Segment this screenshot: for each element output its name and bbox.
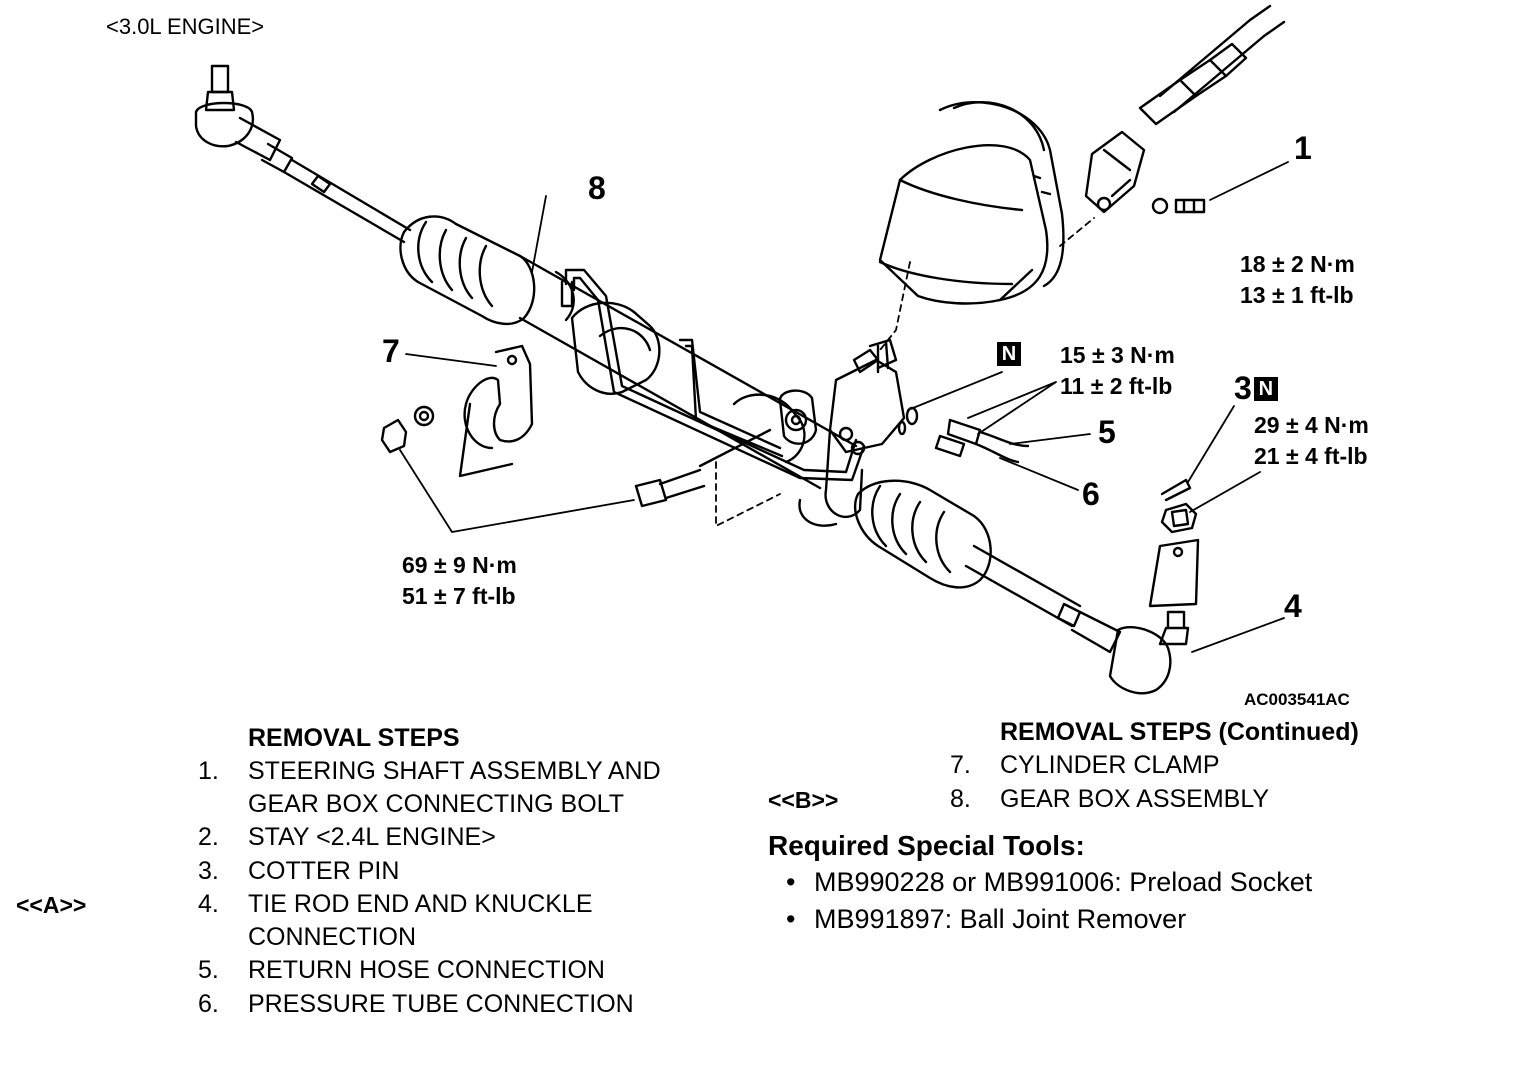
new-part-badge: N <box>997 342 1021 366</box>
torque-2-imperial: 11 ± 2 ft-lb <box>1060 373 1173 399</box>
column-cover <box>878 100 1065 305</box>
left-tie-rod-end <box>194 64 412 244</box>
torque-1-imperial: 13 ± 1 ft-lb <box>1240 282 1354 308</box>
knuckle-bracket <box>1148 538 1200 608</box>
callout-6: 6 <box>1082 476 1100 512</box>
callout-3-number: 3 <box>1234 370 1252 406</box>
torque-1-metric: 18 ± 2 N·m <box>1240 251 1355 277</box>
step-number: 4. <box>198 890 219 918</box>
tool-text: MB990228 or MB991006: Preload Socket <box>814 867 1313 897</box>
torque-2: 15 ± 3 N·m 11 ± 2 ft-lb <box>1060 340 1175 402</box>
torque-2-metric: 15 ± 3 N·m <box>1060 342 1175 368</box>
torque-4: 69 ± 9 N·m 51 ± 7 ft-lb <box>402 550 517 612</box>
rack-housing <box>518 254 858 490</box>
callout-4: 4 <box>1284 588 1302 624</box>
step-number: 5. <box>198 956 219 984</box>
torque-3-metric: 29 ± 4 N·m <box>1254 412 1369 438</box>
torque-1: 18 ± 2 N·m 13 ± 1 ft-lb <box>1240 249 1355 311</box>
step-text: GEAR BOX CONNECTING BOLT <box>248 790 624 818</box>
tool-text: MB991897: Ball Joint Remover <box>814 904 1187 934</box>
pipes <box>560 268 866 482</box>
gearbox-bolt <box>634 428 772 508</box>
step-text: COTTER PIN <box>248 857 400 885</box>
step-marker-b: <<B>> <box>768 787 839 813</box>
step-text: TIE ROD END AND KNUCKLE <box>248 890 593 918</box>
removal-steps-heading: REMOVAL STEPS <box>248 724 460 752</box>
right-tie-rod <box>964 544 1190 695</box>
torque-4-imperial: 51 ± 7 ft-lb <box>402 583 516 609</box>
callout-1: 1 <box>1294 130 1312 166</box>
callout-5: 5 <box>1098 414 1116 450</box>
right-boot <box>854 479 992 589</box>
step-number: 2. <box>198 823 219 851</box>
engine-label: <3.0L ENGINE> <box>106 14 265 39</box>
left-boot <box>399 215 536 326</box>
step-text: RETURN HOSE CONNECTION <box>248 956 605 984</box>
leader-lines <box>399 161 1289 653</box>
bullet: • <box>786 904 796 934</box>
step-text: STAY <2.4L ENGINE> <box>248 823 496 851</box>
valve-body <box>778 338 906 527</box>
torque-3-imperial: 21 ± 4 ft-lb <box>1254 443 1368 469</box>
n-badge: N <box>997 342 1021 366</box>
callout-7: 7 <box>382 333 400 369</box>
step-number: 8. <box>950 785 971 813</box>
cotter-pin-and-nut <box>1160 478 1198 534</box>
step-number: 7. <box>950 751 971 779</box>
step-text: STEERING SHAFT ASSEMBLY AND <box>248 757 661 785</box>
step-number: 1. <box>198 757 219 785</box>
callout-8: 8 <box>588 170 606 206</box>
step-text: GEAR BOX ASSEMBLY <box>1000 785 1270 813</box>
cylinder-clamp <box>380 344 534 478</box>
torque-3: 29 ± 4 N·m 21 ± 4 ft-lb <box>1254 410 1369 472</box>
callout-3-new-part-badge: N <box>1253 377 1278 401</box>
guide-lines <box>715 217 1095 527</box>
step-text: CYLINDER CLAMP <box>1000 751 1220 779</box>
bullet: • <box>786 867 796 897</box>
step-text: CONNECTION <box>248 923 417 951</box>
removal-steps-continued-heading: REMOVAL STEPS (Continued) <box>1000 718 1359 746</box>
special-tools-heading: Required Special Tools: <box>768 830 1085 861</box>
shaft-bolt <box>1151 197 1206 215</box>
hose-fittings <box>897 406 1030 464</box>
torque-4-metric: 69 ± 9 N·m <box>402 552 517 578</box>
step-text: PRESSURE TUBE CONNECTION <box>248 990 634 1018</box>
step-number: 3. <box>198 857 219 885</box>
steering-shaft <box>1084 4 1286 214</box>
step-marker-a: <<A>> <box>16 892 87 918</box>
figure-id: AC003541AC <box>1244 690 1350 709</box>
step-number: 6. <box>198 990 219 1018</box>
